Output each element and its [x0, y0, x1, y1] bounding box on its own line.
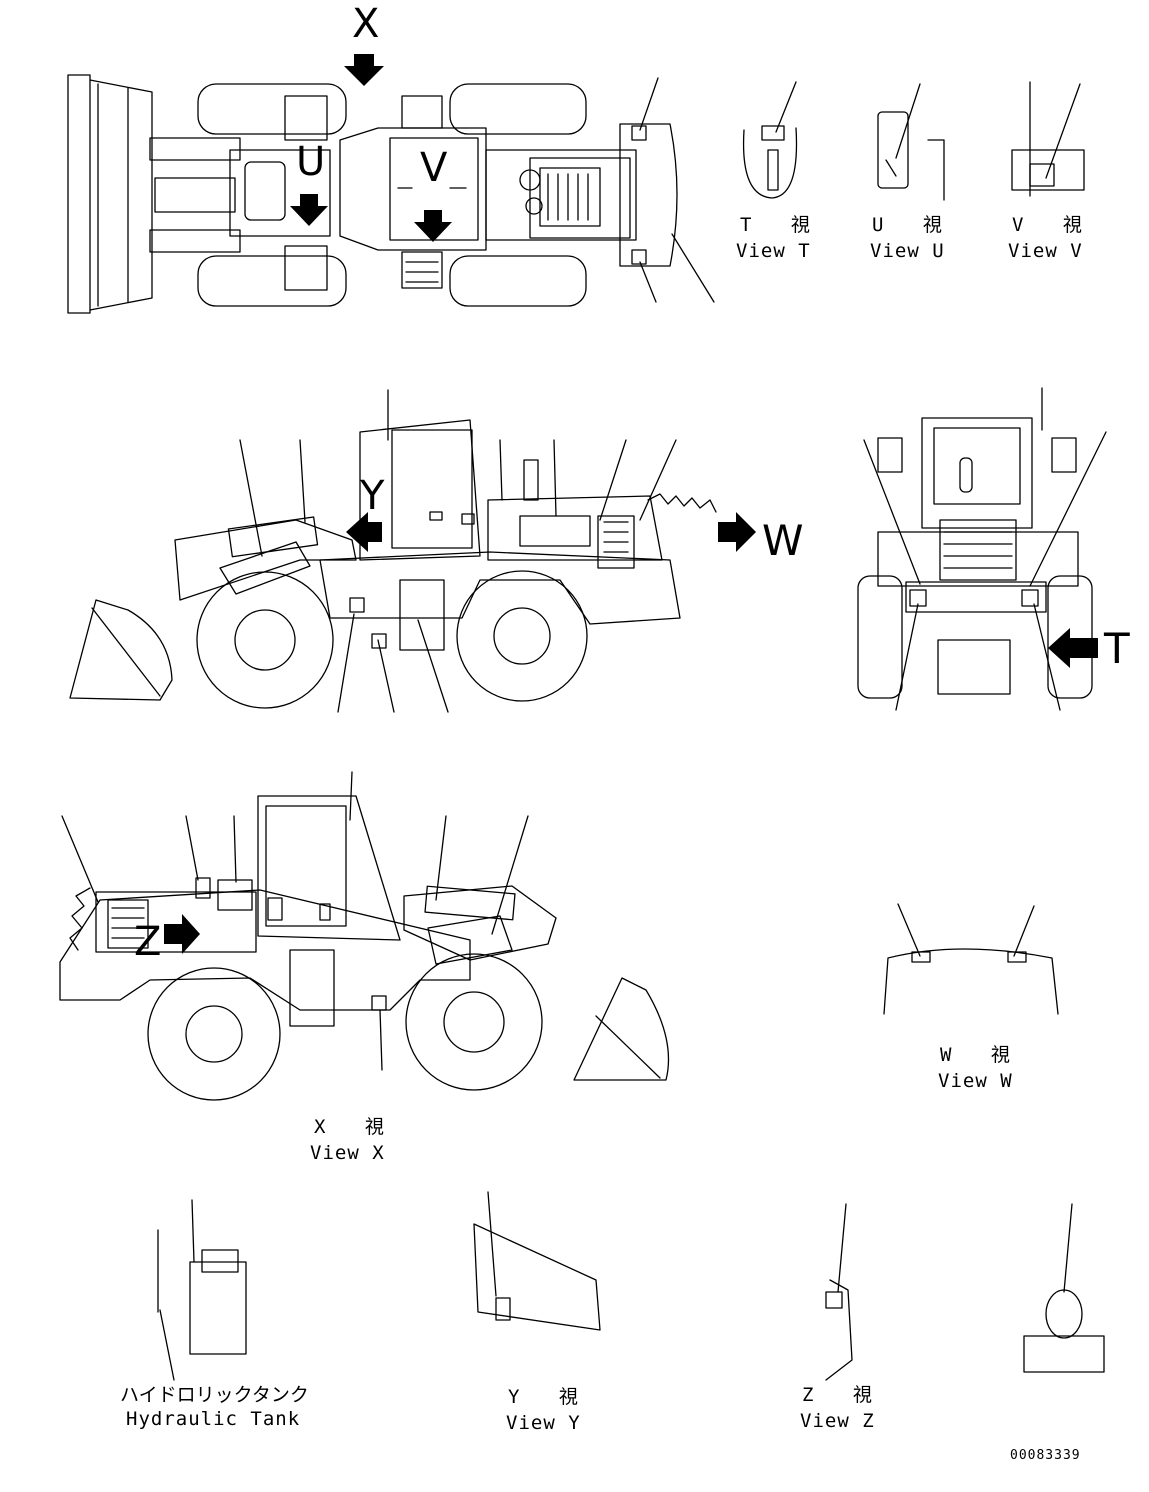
view-x-caption-jp: X 視 — [314, 1116, 398, 1138]
arrow-x-icon — [344, 54, 384, 86]
view-t-caption-en: View T — [736, 240, 811, 262]
view-v-caption-en: View V — [1008, 240, 1083, 262]
view-v-detail — [1011, 81, 1085, 197]
document-number: 00083339 — [1010, 1448, 1081, 1463]
view-w-detail — [883, 903, 1059, 1015]
arrow-t-icon — [1048, 628, 1098, 668]
arrow-v-icon — [414, 210, 452, 242]
view-x-caption-en: View X — [310, 1142, 385, 1164]
top-view-drawing — [67, 74, 715, 314]
view-letter-t: T — [1104, 624, 1130, 673]
rear-view-drawing — [857, 387, 1107, 711]
arrow-w-icon — [718, 512, 756, 552]
view-u-detail — [877, 83, 945, 201]
view-v-caption-jp: V 視 — [1012, 214, 1096, 236]
view-letter-x: X — [352, 1, 380, 47]
arrow-y-icon — [346, 512, 382, 552]
view-letter-y: Y — [360, 473, 385, 519]
decal-plate-detail — [1023, 1203, 1105, 1373]
view-u-caption-en: View U — [870, 240, 945, 262]
view-z-detail — [825, 1203, 853, 1381]
left-side-view-drawing — [69, 389, 717, 713]
view-letter-w: W — [762, 516, 804, 565]
view-y-caption-jp: Y 視 — [508, 1386, 592, 1408]
view-t-caption-jp: T 視 — [740, 214, 824, 236]
arrow-u-icon — [290, 194, 328, 226]
right-side-view-drawing — [59, 771, 670, 1101]
view-y-detail — [473, 1191, 601, 1331]
hydraulic-tank-detail — [157, 1199, 247, 1381]
view-letter-v: V — [420, 145, 448, 191]
view-z-caption-en: View Z — [800, 1410, 875, 1432]
view-w-caption-jp: W 視 — [940, 1044, 1024, 1066]
view-w-caption-en: View W — [938, 1070, 1013, 1092]
view-u-caption-jp: U 視 — [872, 214, 956, 236]
hydraulic-tank-caption-jp: ハイドロリックタンク — [120, 1384, 309, 1406]
hydraulic-tank-caption-en: Hydraulic Tank — [126, 1408, 301, 1430]
arrow-z-icon — [164, 914, 200, 954]
view-z-caption-jp: Z 視 — [802, 1384, 886, 1406]
view-y-caption-en: View Y — [506, 1412, 581, 1434]
view-letter-u: U — [296, 139, 326, 185]
view-t-detail — [742, 81, 798, 199]
view-letter-z: Z — [134, 919, 162, 965]
